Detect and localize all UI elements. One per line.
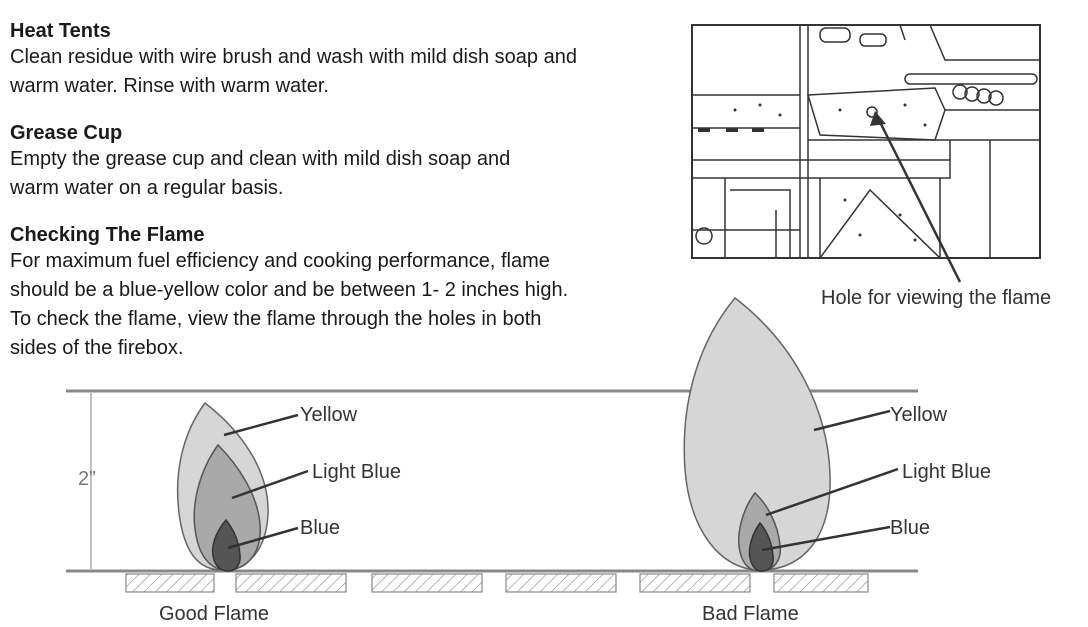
bad-flame-light-blue-label: Light Blue: [902, 461, 991, 483]
grill-illustration: [691, 24, 1041, 283]
good-flame-light-blue-label: Light Blue: [312, 461, 401, 483]
section-heading: Heat Tents: [10, 20, 111, 42]
paragraph-line: To check the flame, view the flame throu…: [10, 308, 542, 330]
paragraph-line: Empty the grease cup and clean with mild…: [10, 148, 511, 170]
paragraph-line: warm water on a regular basis.: [10, 177, 284, 199]
good-flame-caption: Good Flame: [159, 603, 269, 625]
paragraph-line: sides of the firebox.: [10, 337, 184, 359]
paragraph-line: For maximum fuel efficiency and cooking …: [10, 250, 550, 272]
good-flame: [176, 401, 309, 572]
grill-callout-label: Hole for viewing the flame: [821, 287, 1051, 309]
section-heading: Checking The Flame: [10, 224, 205, 246]
section-grease-cup: Grease Cup Empty the grease cup and clea…: [10, 121, 510, 203]
section-heading: Grease Cup: [10, 122, 123, 144]
section-heat-tents: Heat Tents Clean residue with wire brush…: [10, 19, 577, 101]
bad-flame-yellow-label: Yellow: [890, 404, 948, 426]
bad-flame: [683, 296, 899, 572]
paragraph-line: should be a blue-yellow color and be bet…: [10, 279, 569, 301]
good-flame-blue-label: Blue: [300, 517, 340, 539]
bad-flame-caption: Bad Flame: [702, 603, 799, 625]
good-flame-yellow-label: Yellow: [300, 404, 358, 426]
burner-blocks: [125, 573, 869, 593]
section-checking-flame: Checking The Flame For maximum fuel effi…: [10, 223, 568, 363]
paragraph-line: warm water. Rinse with warm water.: [10, 75, 329, 97]
height-label: 2”: [78, 468, 96, 490]
bad-flame-blue-label: Blue: [890, 517, 930, 539]
paragraph-line: Clean residue with wire brush and wash w…: [10, 46, 577, 68]
